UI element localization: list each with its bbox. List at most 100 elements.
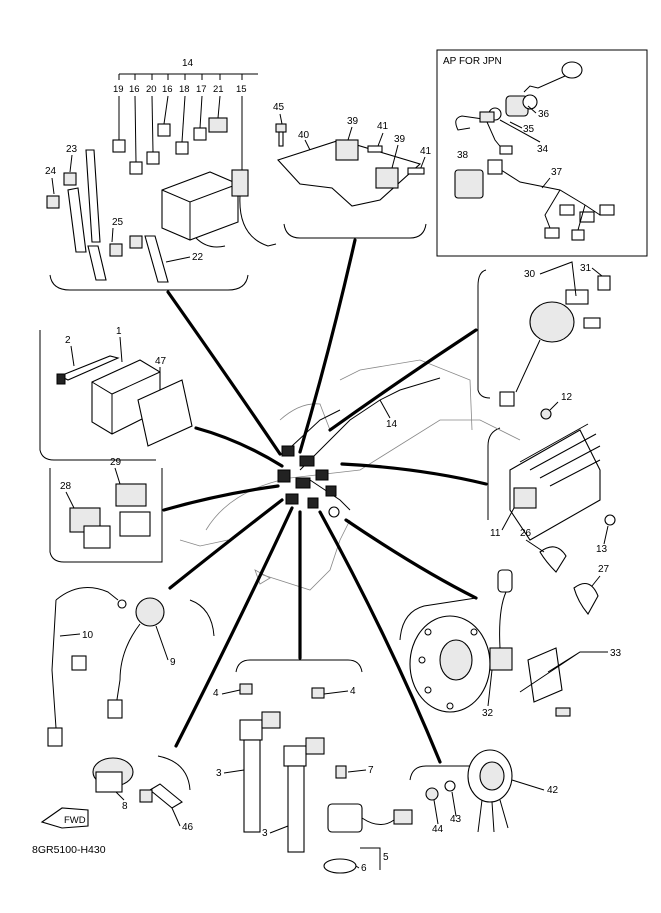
callout-46: 46 xyxy=(182,822,194,833)
clip-22 xyxy=(129,235,143,249)
callout-45: 45 xyxy=(273,102,285,113)
main-switch-group: 30 31 xyxy=(477,261,611,407)
rotor-hub xyxy=(439,639,473,681)
coil-1-head xyxy=(239,719,263,741)
fuse-box-wires xyxy=(195,237,226,248)
band-22 xyxy=(144,235,169,283)
callout-12: 12 xyxy=(561,392,573,403)
main-switch-lead xyxy=(515,339,541,393)
callout-41a: 41 xyxy=(377,121,389,132)
callout-5: 5 xyxy=(383,852,389,863)
connector-29b xyxy=(119,511,151,537)
sensor-5-plug xyxy=(393,809,413,825)
leader-29 xyxy=(114,467,121,485)
callout-15: 15 xyxy=(236,84,247,95)
leader-10 xyxy=(59,633,81,637)
main-switch-key-slot xyxy=(565,289,589,305)
callout-10: 10 xyxy=(82,630,94,641)
leader-39a xyxy=(347,126,353,141)
regulator-group: 12 13 11 26 27 xyxy=(487,392,616,615)
bottom-left-group: 8 46 FWD 8GR5100-H430 xyxy=(32,755,194,856)
band-25 xyxy=(87,245,107,281)
leader-25 xyxy=(111,227,114,243)
rotor-hole-4 xyxy=(446,702,454,710)
pickup-coil-32 xyxy=(489,647,513,671)
bolt-4a xyxy=(239,683,253,695)
key-31a xyxy=(583,317,601,329)
sub-harness-connector-c xyxy=(579,211,595,223)
harness-node-6 xyxy=(285,493,299,505)
leader-26 xyxy=(525,539,545,553)
leader-40 xyxy=(304,139,311,151)
fuse-15 xyxy=(231,169,249,197)
frame-line-5 xyxy=(279,403,331,431)
connector-group-bracket xyxy=(49,468,163,563)
leader-45 xyxy=(279,113,283,125)
frame-line-3 xyxy=(259,519,351,591)
pointer-stator xyxy=(318,510,442,764)
sub-harness-branches xyxy=(544,189,586,231)
callout-23: 23 xyxy=(66,144,78,155)
fuse-16b xyxy=(157,123,171,137)
harness-node-9 xyxy=(328,506,340,518)
cover-27 xyxy=(573,582,599,615)
callout-43: 43 xyxy=(450,814,462,825)
sensor-group-left: 10 9 xyxy=(47,587,215,747)
leader-11 xyxy=(501,507,515,531)
relay-38 xyxy=(454,169,484,199)
main-harness: 14 xyxy=(277,377,441,518)
leader-20 xyxy=(151,95,154,153)
connector-10 xyxy=(71,655,87,671)
band-46 xyxy=(149,783,183,809)
lead-10 xyxy=(55,587,119,601)
callout-16a: 16 xyxy=(129,84,140,95)
leader-6 xyxy=(355,865,360,869)
leader-35 xyxy=(509,121,523,129)
pickup-connector xyxy=(497,569,513,593)
leader-4b xyxy=(323,690,349,695)
callout-35: 35 xyxy=(523,124,535,135)
leader-43 xyxy=(451,791,457,817)
connector-29a xyxy=(115,483,147,507)
leader-37 xyxy=(541,177,551,189)
harness-node-2 xyxy=(299,455,315,467)
rotor-group: 32 33 xyxy=(399,569,622,719)
leader-16b xyxy=(163,95,169,125)
diagram-code: 8GR5100-H430 xyxy=(32,844,106,856)
fuse-box-lead xyxy=(239,195,277,247)
key-ring xyxy=(561,61,583,79)
bolt-33 xyxy=(555,707,571,717)
callout-25: 25 xyxy=(112,217,124,228)
coil-2-connector xyxy=(305,737,325,755)
callout-36: 36 xyxy=(538,109,550,120)
fuse-18 xyxy=(175,141,189,155)
callout-22: 22 xyxy=(192,252,204,263)
coil-1-connector xyxy=(261,711,281,729)
leader-30 xyxy=(539,261,577,297)
harness-node-4 xyxy=(295,477,311,489)
leader-7 xyxy=(347,769,367,773)
sub-harness-connector-f xyxy=(571,229,585,241)
callout-42: 42 xyxy=(547,785,559,796)
main-switch-30 xyxy=(529,301,575,343)
leader-2 xyxy=(70,345,75,367)
leader-12 xyxy=(549,401,559,411)
coil-1-tube xyxy=(243,739,261,833)
fuse-group: 14 19 16 20 16 18 17 21 15 xyxy=(45,58,277,291)
callout-8: 8 xyxy=(122,801,128,812)
callout-38: 38 xyxy=(457,150,469,161)
callout-19: 19 xyxy=(113,84,124,95)
bolt-45-head xyxy=(275,123,287,133)
callout-39b: 39 xyxy=(394,134,406,145)
leader-32 xyxy=(487,669,493,707)
leader-13 xyxy=(603,525,609,545)
callout-27: 27 xyxy=(598,564,610,575)
callout-20: 20 xyxy=(146,84,157,95)
callout-32: 32 xyxy=(482,708,494,719)
coil-2-head xyxy=(283,745,307,767)
leader-31 xyxy=(591,267,603,277)
frame-outline xyxy=(179,359,521,591)
bottom-right-bracket xyxy=(409,765,470,781)
sub-harness-connector-e xyxy=(544,227,560,239)
switch-8-base xyxy=(95,771,123,793)
